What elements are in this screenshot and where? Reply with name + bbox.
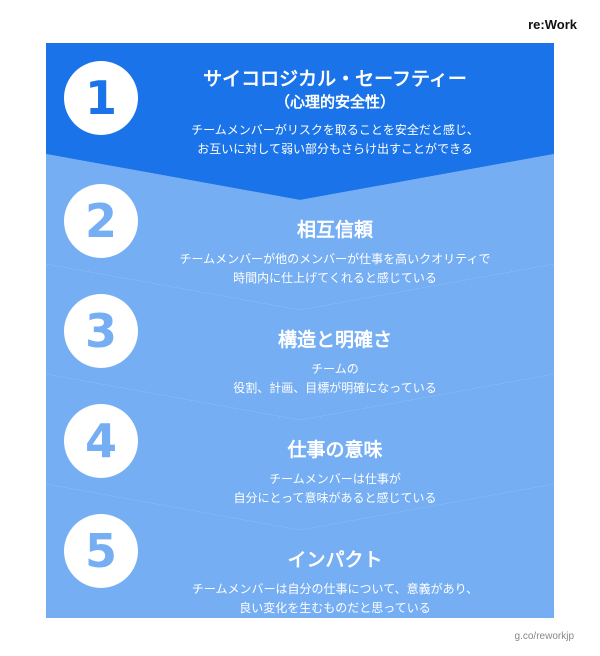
step-description: チームメンバーが他のメンバーが仕事を高いクオリティで 時間内に仕上げてくれると感… (126, 250, 544, 288)
chevron-2 (46, 154, 554, 310)
step-description-line: チームメンバーがリスクを取ることを安全だと感じ、 (191, 123, 479, 137)
step-description: チームの 役割、計画、目標が明確になっている (126, 360, 544, 398)
step-subtitle: （心理的安全性） (274, 93, 395, 111)
step-title: インパクト (287, 549, 383, 571)
step-description-line: チームメンバーが他のメンバーが仕事を高いクオリティで (179, 252, 491, 266)
step-description: チームメンバーがリスクを取ることを安全だと感じ、 お互いに対して弱い部分もさらけ… (126, 121, 544, 159)
step-number-badge: 1 (64, 61, 138, 135)
step-number-badge: 5 (64, 514, 138, 588)
step-description-line: 役割、計画、目標が明確になっている (233, 381, 437, 395)
step-description-line: チームメンバーは自分の仕事について、意義があり、 (191, 582, 479, 596)
step-number-badge: 4 (64, 404, 138, 478)
step-text: 仕事の意味 チームメンバーは仕事が 自分にとって意味があると感じている (126, 438, 544, 508)
step-description-line: お互いに対して弱い部分もさらけ出すことができる (197, 142, 473, 156)
chevron-1 (46, 43, 554, 200)
step-title: 相互信頼 (296, 219, 373, 241)
step-title: 仕事の意味 (287, 439, 383, 461)
step-description: チームメンバーは自分の仕事について、意義があり、 良い変化を生むものだと思ってい… (126, 580, 544, 618)
chevron-4 (46, 374, 554, 530)
chevron-3 (46, 264, 554, 420)
chevron-5 (46, 484, 554, 618)
step-text: 相互信頼 チームメンバーが他のメンバーが仕事を高いクオリティで 時間内に仕上げて… (126, 218, 544, 288)
step-title: 構造と明確さ (277, 329, 392, 351)
step-description: チームメンバーは仕事が 自分にとって意味があると感じている (126, 470, 544, 508)
step-description-line: 時間内に仕上げてくれると感じている (233, 271, 437, 285)
step-description-line: 良い変化を生むものだと思っている (239, 601, 431, 615)
step-text: 構造と明確さ チームの 役割、計画、目標が明確になっている (126, 328, 544, 398)
step-title: サイコロジカル・セーフティー (203, 68, 467, 90)
step-description-line: チームの (311, 362, 359, 376)
brand-logo: re:Work (528, 17, 577, 32)
footer-url: g.co/reworkjp (514, 631, 574, 642)
step-number-badge: 2 (64, 184, 138, 258)
step-text: サイコロジカル・セーフティー （心理的安全性） チームメンバーがリスクを取ること… (126, 67, 544, 159)
step-text: インパクト チームメンバーは自分の仕事について、意義があり、 良い変化を生むもの… (126, 548, 544, 618)
step-description-line: チームメンバーは仕事が (269, 472, 401, 486)
step-description-line: 自分にとって意味があると感じている (233, 491, 437, 505)
step-number-badge: 3 (64, 294, 138, 368)
